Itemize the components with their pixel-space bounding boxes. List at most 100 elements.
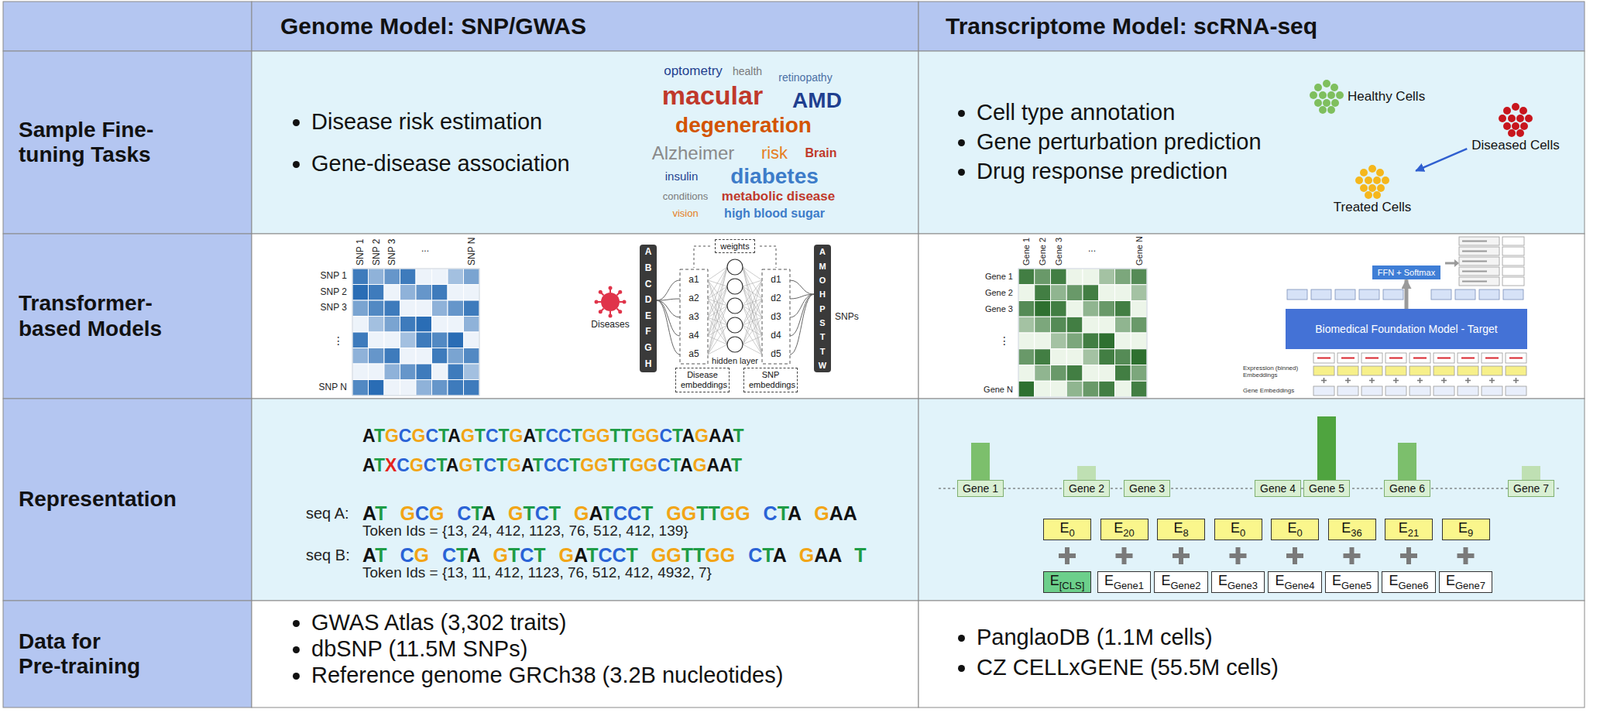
heatmap-cell xyxy=(1098,333,1116,350)
heatmap-cell xyxy=(368,332,385,349)
label-text: a3 xyxy=(688,312,699,323)
cell-dot xyxy=(1507,114,1516,123)
table-cell xyxy=(3,600,252,708)
gene-box: Gene 1 xyxy=(957,480,1004,498)
box-text: EGene7 xyxy=(1445,573,1486,593)
cell-dot xyxy=(1364,191,1373,200)
heatmap-cell xyxy=(1050,349,1068,366)
label-text: seq B: xyxy=(305,546,351,565)
label-text: a2 xyxy=(688,293,699,305)
input-token xyxy=(1505,353,1527,364)
nucleotide: G xyxy=(643,455,658,476)
nucleotide: T xyxy=(732,425,744,447)
nucleotide: G xyxy=(631,425,646,447)
heatmap-cell xyxy=(352,300,369,317)
embedding-symbol: E xyxy=(1274,573,1285,589)
nucleotide: G xyxy=(693,455,708,476)
heatmap-cell xyxy=(463,363,481,381)
nucleotide: T xyxy=(693,544,705,567)
expression-token: E36 xyxy=(1328,518,1377,542)
data-list: GWAS Atlas (3,302 traits)dbSNP (11.5M SN… xyxy=(251,600,919,708)
hidden-link xyxy=(742,286,763,355)
nucleotide xyxy=(386,502,400,525)
embedding-symbol: E xyxy=(1332,573,1342,589)
output-score xyxy=(1502,236,1525,246)
heatmap-cell xyxy=(400,300,417,317)
heatmap-cell xyxy=(447,363,464,381)
nucleotide: C xyxy=(442,544,457,567)
label-text: W xyxy=(818,360,827,371)
embedding-symbol: E xyxy=(1050,573,1060,589)
expression-embedding xyxy=(1457,366,1479,376)
output-row xyxy=(1459,267,1500,276)
cell-dot xyxy=(1524,114,1533,123)
label-text: G xyxy=(644,343,652,354)
expression-bar xyxy=(971,442,990,481)
nucleotide: T xyxy=(436,455,446,476)
attention-line xyxy=(789,294,814,355)
attention-line xyxy=(656,300,680,355)
heatmap-cell xyxy=(432,332,449,349)
heatmap-cell xyxy=(1130,333,1147,350)
label-text: conditions xyxy=(662,191,709,203)
hidden-link xyxy=(742,344,763,355)
nucleotide: A xyxy=(706,455,720,476)
label-text: insulin xyxy=(665,169,699,183)
heatmap-cell xyxy=(1066,365,1083,382)
heatmap-cell xyxy=(352,380,369,397)
heatmap-cell xyxy=(1130,365,1147,382)
cell-dot xyxy=(1322,79,1331,88)
virus-spike-tip xyxy=(598,309,603,314)
expression-embedding xyxy=(1385,366,1407,376)
virus-spike-tip xyxy=(618,309,622,314)
label-text: degeneration xyxy=(675,113,812,138)
label-text: Gene 2 xyxy=(1036,237,1048,266)
heatmap-cell xyxy=(1018,381,1035,398)
nucleotide: C xyxy=(415,502,430,525)
box-text: Gene 2 xyxy=(1068,482,1105,495)
cell-dot xyxy=(1327,106,1336,114)
label-text: Diseases xyxy=(590,319,629,331)
input-token-text xyxy=(1437,357,1451,360)
gene-embedding xyxy=(1337,386,1359,396)
heatmap-cell xyxy=(432,348,449,365)
cell-dots xyxy=(1354,164,1391,200)
nucleotide: C xyxy=(556,455,570,476)
nucleotide: C xyxy=(423,455,437,476)
box-text: EGene4 xyxy=(1274,573,1315,593)
nucleotide: G xyxy=(645,425,660,447)
nucleotide: G xyxy=(458,455,473,476)
input-token xyxy=(1313,353,1335,364)
row-header: Representation xyxy=(3,398,252,601)
attention-line xyxy=(789,280,814,295)
nucleotide: A xyxy=(573,544,587,567)
label-text: Alzheimer xyxy=(652,142,735,165)
embedding-index: 0 xyxy=(1296,526,1302,539)
heatmap-cell xyxy=(1115,365,1132,382)
heatmap-cell xyxy=(400,268,417,285)
bullet-list: Disease risk estimationGene-disease asso… xyxy=(251,51,919,177)
embedding-box: SNP embeddings xyxy=(743,367,798,392)
label-text: optometry xyxy=(663,63,723,79)
label-text: E xyxy=(645,311,652,323)
box-text: Gene 6 xyxy=(1389,482,1425,495)
bullet-text: Gene-disease association xyxy=(311,150,919,177)
label-text: A xyxy=(819,247,826,258)
label-text: a1 xyxy=(688,274,699,286)
box-text: EGene2 xyxy=(1160,573,1201,593)
heatmap-cell xyxy=(1082,268,1099,285)
input-token xyxy=(1433,353,1455,364)
heatmap-cell xyxy=(415,363,433,381)
bullet-text: Disease risk estimation xyxy=(311,108,919,135)
box-text: E20 xyxy=(1107,520,1142,540)
hidden-link xyxy=(742,325,763,355)
nucleotide: G xyxy=(414,544,430,567)
box-text: SNP embeddings xyxy=(748,370,793,390)
heatmap-cell xyxy=(447,284,464,302)
embedding-symbol: E xyxy=(1218,573,1228,589)
nucleotide: G xyxy=(460,425,475,447)
expression-token: E0 xyxy=(1214,518,1263,542)
nucleotide: T xyxy=(672,425,682,447)
box-text: EGene1 xyxy=(1104,573,1144,593)
output-row-text xyxy=(1462,281,1487,283)
